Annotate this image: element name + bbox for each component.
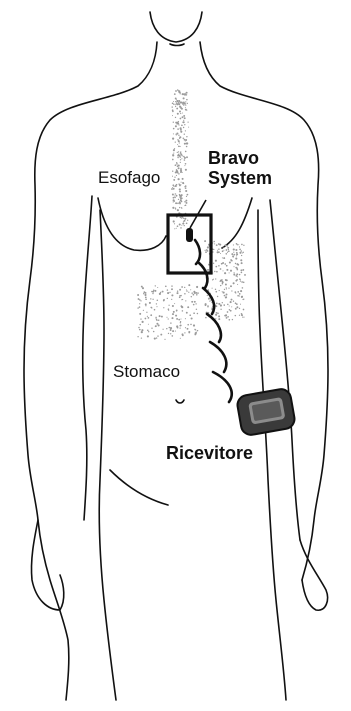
- signal-arc: [195, 240, 200, 264]
- navel: [176, 400, 184, 403]
- signal-arc: [199, 263, 207, 288]
- receiver-label: Ricevitore: [166, 443, 253, 463]
- signal-arc: [210, 342, 226, 372]
- chin-line: [170, 44, 184, 46]
- stomach-stipple: [137, 240, 246, 340]
- bravo-capsule-icon: [186, 228, 193, 242]
- jaw-outline: [150, 12, 202, 42]
- signal-arc: [203, 288, 214, 314]
- receiver-device-icon: [236, 388, 296, 437]
- esophagus-stipple: [171, 89, 189, 229]
- bravo-label-line1: Bravo: [208, 148, 259, 168]
- right-chest-line: [222, 198, 252, 248]
- left-chest-line: [98, 198, 166, 250]
- waist-left: [110, 470, 168, 505]
- signal-arc: [213, 372, 232, 402]
- left-hand: [31, 520, 63, 610]
- right-inner-arm: [270, 200, 300, 540]
- right-body-outline: [200, 42, 328, 580]
- signal-waves: [195, 240, 232, 402]
- right-torso-line: [258, 210, 286, 700]
- left-torso-line: [99, 210, 116, 700]
- stomach-label: Stomaco: [113, 362, 180, 382]
- left-inner-arm: [83, 196, 92, 520]
- esophagus-label: Esofago: [98, 168, 160, 188]
- bravo-label-line2: System: [208, 168, 272, 188]
- signal-arc: [207, 314, 221, 342]
